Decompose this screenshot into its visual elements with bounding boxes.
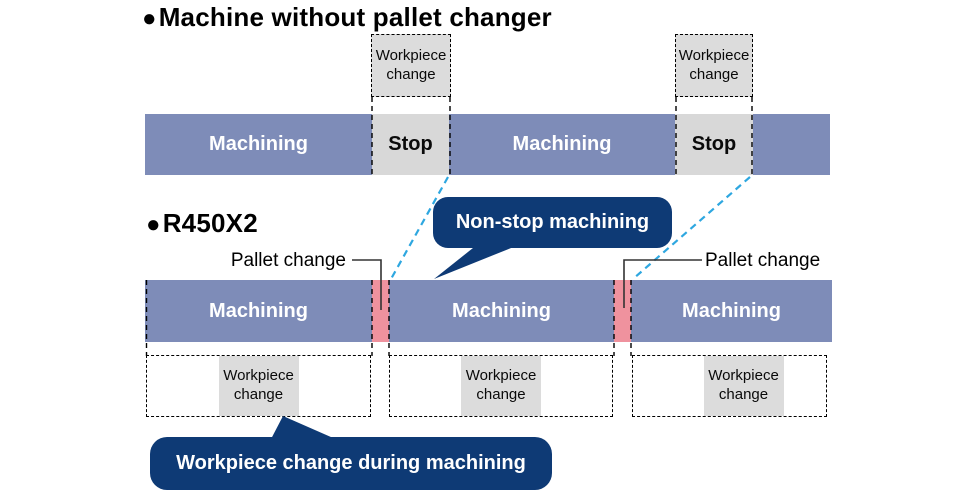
workpiece-change-label: Workpiece change [375,46,447,83]
nonstop-machining-callout: Non-stop machining [433,197,672,248]
segment-label: Machining [452,299,551,322]
bullet-icon: ● [146,211,161,238]
segment-label: Machining [209,299,308,322]
workpiece-change-box-bottom-1: Workpiece change [146,355,371,417]
workpiece-change-label-bg: Workpiece change [703,356,784,416]
segment-machining: Machining [449,114,675,175]
segment-machining: Machining [631,280,832,342]
section-title-text: R450X2 [162,208,258,238]
pallet-change-label-left: Pallet change [230,250,346,271]
workpiece-change-box-bottom-2: Workpiece change [389,355,613,417]
segment-stop: Stop [675,114,753,175]
callout-text: Non-stop machining [455,211,650,233]
workpiece-change-label-bg: Workpiece change [461,356,541,416]
segment-machining-cont [753,114,830,175]
nonstop-callout-tail [434,244,521,279]
workpiece-change-box-bottom-3: Workpiece change [632,355,827,417]
section-title-no-pallet-changer: ●Machine without pallet changer [142,2,552,33]
workpiece-change-label: Workpiece change [678,46,750,83]
callout-text: Workpiece change during machining [176,452,526,474]
workpiece-change-label: Workpiece change [465,367,537,403]
segment-label: Machining [682,299,781,322]
timeline-bar-r450x2: Machining Machining Machining [145,280,832,342]
pallet-change-label-right: Pallet change [705,250,821,271]
segment-label: Machining [512,133,612,155]
segment-label: Stop [691,133,737,155]
workpiece-change-label: Workpiece change [708,367,779,403]
workpiece-change-box-top-2: Workpiece change [675,34,753,97]
workpiece-change-label: Workpiece change [223,367,294,403]
workpiece-change-box-top-1: Workpiece change [371,34,451,97]
workpiece-during-machining-callout: Workpiece change during machining [150,437,552,490]
segment-machining: Machining [145,114,372,175]
segment-machining: Machining [145,280,372,342]
bullet-icon: ● [142,5,157,32]
segment-machining: Machining [389,280,614,342]
timeline-bar-no-changer: Machining Stop Machining Stop [145,114,830,175]
segment-label: Stop [388,133,433,155]
workpiece-change-label-bg: Workpiece change [218,356,299,416]
segment-stop: Stop [372,114,449,175]
segment-pallet-change [372,280,389,342]
section-title-r450x2: ●R450X2 [146,208,258,239]
segment-label: Machining [209,133,308,155]
section-title-text: Machine without pallet changer [158,2,552,32]
segment-pallet-change [614,280,631,342]
